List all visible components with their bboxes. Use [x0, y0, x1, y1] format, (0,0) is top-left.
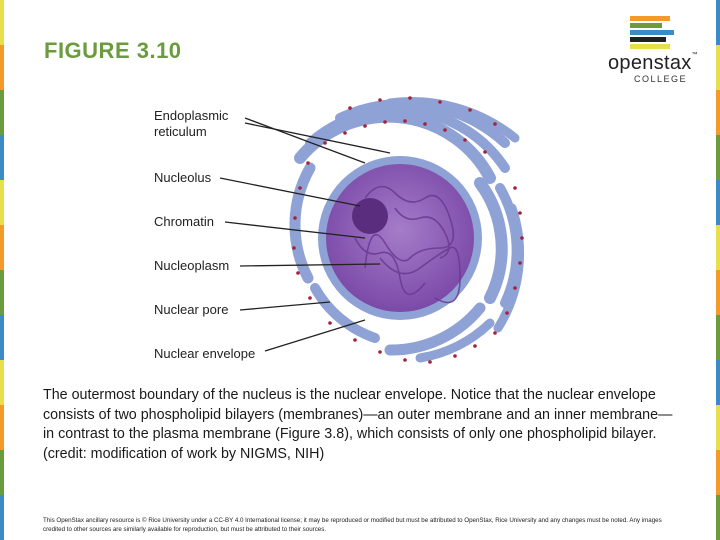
openstax-logo: openstax™ COLLEGE — [608, 16, 698, 84]
figure-link[interactable]: Figure 3.8 — [279, 426, 345, 442]
slide-title: FIGURE 3.10 — [44, 38, 182, 63]
chromatin — [354, 185, 461, 304]
figure-caption: The outermost boundary of the nucleus is… — [43, 387, 673, 462]
pointer-lines — [219, 117, 391, 352]
logo-subtitle: COLLEGE — [634, 74, 688, 84]
right-color-stripe — [716, 0, 720, 540]
label-nucleoplasm: Nucleoplasm — [154, 258, 230, 273]
endoplasmic-reticulum — [289, 97, 525, 363]
nucleolus — [352, 198, 388, 234]
nucleoplasm — [326, 164, 474, 312]
ribosome-dots — [292, 96, 524, 364]
label-nucleolus: Nucleolus — [154, 170, 212, 185]
label-nuclear-pore: Nuclear pore — [154, 302, 229, 317]
license-footer: This OpenStax ancillary resource is © Ri… — [43, 517, 662, 533]
label-chromatin: Chromatin — [154, 214, 214, 229]
label-nuclear-envelope: Nuclear envelope — [154, 346, 256, 361]
left-color-stripe — [0, 0, 4, 540]
logo-bars-icon — [630, 16, 674, 50]
nucleus-diagram — [219, 96, 525, 364]
logo-wordmark: openstax™ — [608, 52, 698, 74]
